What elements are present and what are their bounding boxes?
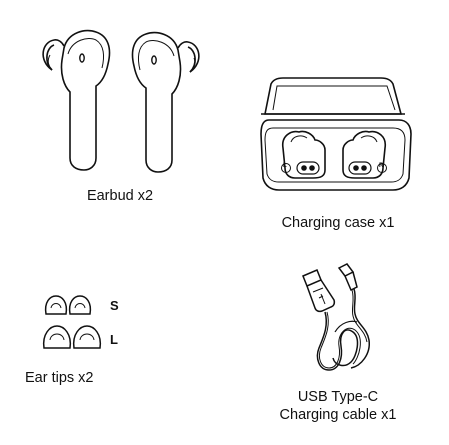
cable-caption-line1: USB Type-C bbox=[297, 389, 379, 405]
case-right-mark: R bbox=[379, 163, 384, 169]
earbuds-caption: Earbud x2 bbox=[86, 188, 154, 204]
usb-cable-icon bbox=[295, 262, 405, 380]
tip-size-large-label: L bbox=[110, 332, 118, 347]
cable-caption-line2: Charging cable x1 bbox=[279, 407, 397, 423]
charging-case-figure: L R bbox=[255, 70, 415, 210]
charging-case-caption: Charging case x1 bbox=[281, 215, 395, 231]
ear-tip-icon bbox=[40, 290, 150, 360]
tip-size-small-label: S bbox=[110, 298, 119, 313]
cable-figure bbox=[295, 262, 405, 380]
ear-tips-figure: S L bbox=[40, 290, 150, 360]
earbuds-figure: 0 bbox=[30, 20, 210, 180]
case-left-mark: L bbox=[283, 163, 287, 169]
earbud-icon bbox=[30, 20, 210, 180]
ear-tips-caption: Ear tips x2 bbox=[25, 370, 94, 386]
charging-case-icon bbox=[255, 70, 415, 210]
